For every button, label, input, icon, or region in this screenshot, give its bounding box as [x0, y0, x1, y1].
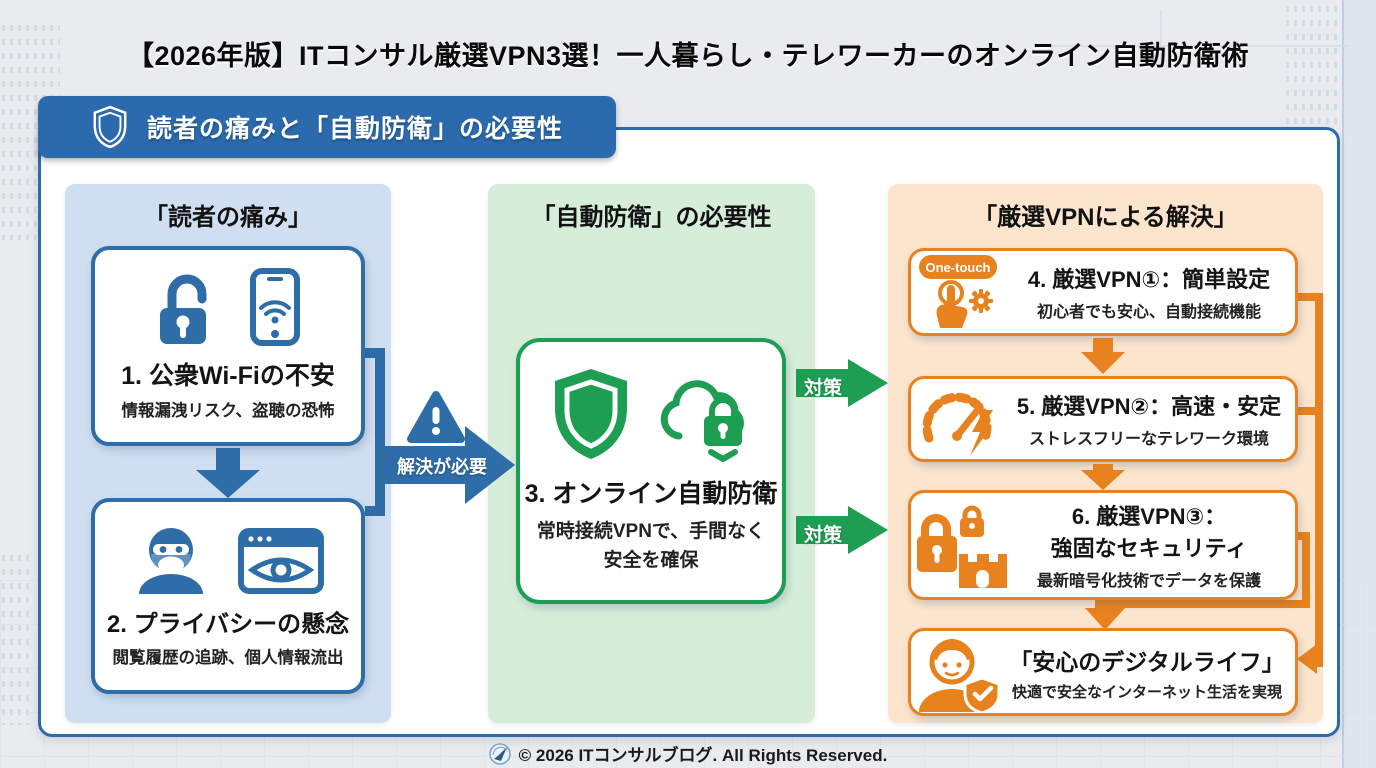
pain-card-2: 2. プライバシーの懸念 閲覧履歴の追跡、個人情報流出	[91, 498, 365, 694]
solution-card-2-title: 5. 厳選VPN②：高速・安定	[1016, 394, 1282, 419]
defense-card-title: 3. オンライン自動防衛	[524, 480, 778, 508]
solution-card-1-title: 4. 厳選VPN①：簡単設定	[1027, 267, 1271, 292]
solution-card-3-subtitle: 最新暗号化技術でデータを保護	[1036, 573, 1261, 590]
need-solution-label: 解決が必要	[397, 457, 487, 477]
right-arrow-icon	[796, 359, 888, 407]
connector-vpn3-vertical	[1302, 532, 1310, 608]
section-header-label: 読者の痛みと「自動防衛」の必要性	[146, 115, 563, 143]
browser-eye-icon	[238, 528, 324, 594]
pain-card-2-title: 2. プライバシーの懸念	[106, 611, 350, 638]
solution-card-1: One-touch	[908, 248, 1298, 336]
connector-vpn2-stub	[1296, 407, 1323, 415]
speedometer-icon	[922, 392, 993, 456]
result-card: 「安心のデジタルライフ」 快適で安全なインターネット生活を実現	[908, 628, 1298, 716]
solution-card-3: 6. 厳選VPN③： 強固なセキュリティ 最新暗号化技術でデータを保護	[908, 490, 1298, 600]
connector-vpn3-stub	[1296, 532, 1306, 540]
result-card-title: 「安心のデジタルライフ」	[1009, 648, 1285, 675]
solution-card-3-title-line2: 強固なセキュリティ	[1050, 536, 1248, 561]
left-arrowhead-icon	[1297, 644, 1317, 674]
pain-card-1-title: 1. 公衆Wi-Fiの不安	[121, 362, 335, 390]
lightning-icon	[970, 410, 993, 456]
solution-panel-title: 「厳選VPNによる解決」	[973, 204, 1238, 231]
countermeasure-label-1: 対策	[803, 378, 842, 399]
defense-panel-title: 「自動防衛」の必要性	[531, 204, 772, 231]
defense-card-subtitle-line2: 安全を確保	[603, 549, 699, 571]
down-arrow-icon	[1081, 464, 1125, 490]
countermeasure-arrow-1: 対策	[796, 359, 888, 407]
solution-card-2: 5. 厳選VPN②：高速・安定 ストレスフリーなテレワーク環境	[908, 376, 1298, 462]
main-frame: 「読者の痛み」 「自動防衛」の必要性 「厳選VPNによる解決」 解決が必要	[38, 127, 1340, 737]
shield-green-icon	[555, 369, 627, 459]
connector-vpn3-horizontal	[1095, 600, 1310, 608]
footer: © 2026 ITコンサルブログ. All Rights Reserved.	[0, 741, 1376, 766]
gear-icon	[969, 289, 993, 313]
countermeasure-arrow-2: 対策	[796, 506, 888, 554]
warning-icon	[407, 391, 465, 443]
pain-card-2-subtitle: 閲覧履歴の追跡、個人情報流出	[112, 649, 344, 667]
one-touch-icon: One-touch	[919, 255, 997, 328]
right-arrow-icon	[796, 506, 888, 554]
defense-card-subtitle-line1: 常時接続VPNで、手間なく	[536, 521, 766, 542]
solution-card-2-subtitle: ストレスフリーなテレワーク環境	[1028, 431, 1269, 448]
right-arrow-icon	[381, 426, 515, 504]
down-arrow-icon	[196, 448, 260, 498]
background-accent-band	[1342, 0, 1376, 768]
unlock-icon	[160, 274, 207, 344]
page-title: 【2026年版】ITコンサル厳選VPN3選！一人暮らし・テレワーカーのオンライン…	[126, 41, 1250, 72]
hacker-icon	[139, 528, 203, 594]
connector-pain1-stub	[365, 348, 379, 358]
one-touch-badge-label: One-touch	[926, 260, 991, 275]
pain-panel-title: 「読者の痛み」	[144, 204, 312, 231]
down-arrowhead-icon	[1085, 608, 1125, 630]
background-dash-pattern	[2, 555, 32, 725]
connector-pain-vertical	[375, 348, 385, 516]
pain-card-1-subtitle: 情報漏洩リスク、盗聴の恐怖	[121, 402, 335, 420]
need-solution-arrow: 解決が必要	[381, 426, 515, 504]
locks-castle-icon	[917, 505, 1007, 588]
person-shield-check-icon	[919, 639, 1001, 712]
cloud-lock-icon	[660, 380, 744, 462]
solution-card-1-subtitle: 初心者でも安心、自動接続機能	[1036, 304, 1261, 321]
section-header-badge: 読者の痛みと「自動防衛」の必要性	[38, 96, 616, 158]
connector-solution-vertical	[1315, 293, 1323, 667]
solution-card-3-title-line1: 6. 厳選VPN③：	[1071, 504, 1227, 529]
shield-icon	[93, 105, 127, 149]
defense-card: 3. オンライン自動防衛 常時接続VPNで、手間なく 安全を確保	[516, 338, 786, 604]
smartphone-wifi-icon	[250, 268, 300, 346]
connector-pain2-stub	[365, 506, 379, 516]
footer-copyright: © 2026 ITコンサルブログ. All Rights Reserved.	[518, 746, 888, 765]
connector-vpn1-stub	[1296, 293, 1323, 301]
result-card-subtitle: 快適で安全なインターネット生活を実現	[1011, 683, 1282, 701]
blog-logo-icon	[488, 742, 511, 765]
pain-card-1: 1. 公衆Wi-Fiの不安 情報漏洩リスク、盗聴の恐怖	[91, 246, 365, 446]
down-arrow-icon	[1081, 338, 1125, 374]
countermeasure-label-2: 対策	[803, 525, 842, 546]
